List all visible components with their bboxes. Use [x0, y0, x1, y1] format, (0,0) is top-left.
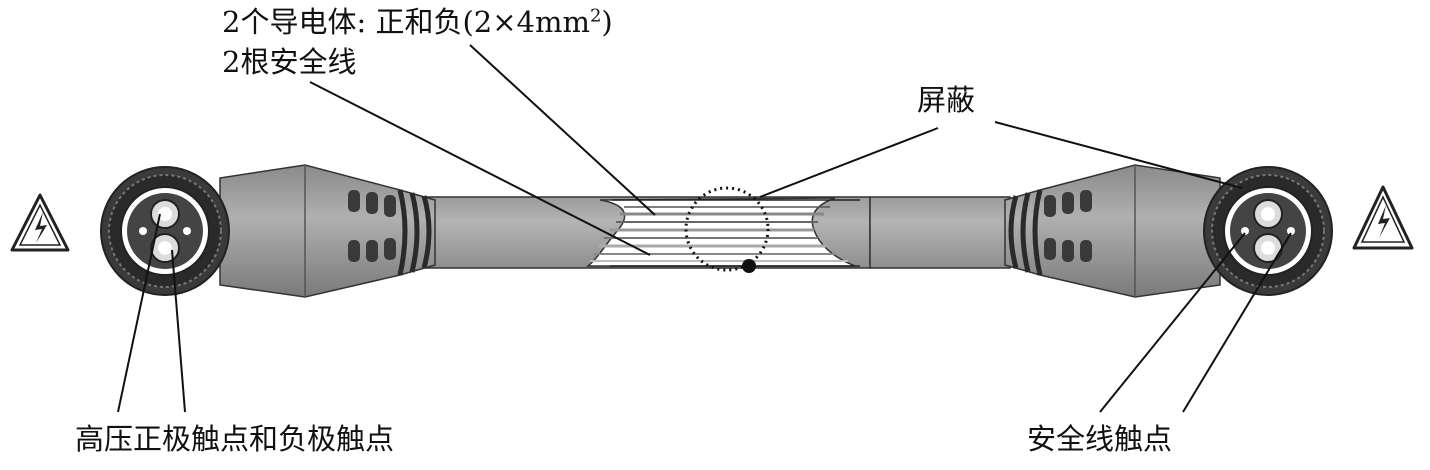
right-high-voltage-warning-icon [1352, 185, 1414, 250]
leader-safety-contact-2 [1182, 232, 1292, 413]
label-conductors: 2个导电体: 正和负(2×4mm2) [222, 5, 613, 39]
leader-safety-wires [309, 81, 651, 256]
label-conductors-superscript: 2 [589, 5, 602, 27]
label-safety-wires: 2根安全线 [222, 45, 357, 79]
right-connector-boot [1004, 164, 1221, 298]
leader-lines [117, 44, 1292, 413]
label-safety-contacts: 安全线触点 [1027, 422, 1173, 456]
left-high-voltage-warning-icon [10, 193, 70, 252]
leader-safety-contact-1 [1099, 232, 1246, 413]
left-connector-boot [219, 164, 436, 298]
leader-hv-negative [171, 249, 186, 413]
leader-conductors [469, 44, 656, 216]
label-hv-contacts: 高压正极触点和负极触点 [75, 422, 395, 456]
leader-shield-center [759, 127, 939, 198]
right-connector-face [1203, 166, 1333, 296]
shield-detail-circle [684, 186, 770, 273]
left-connector-face [100, 166, 230, 296]
leader-shield-right [994, 121, 1243, 189]
leader-hv-positive [117, 213, 161, 413]
label-shield: 屏蔽 [917, 83, 976, 117]
